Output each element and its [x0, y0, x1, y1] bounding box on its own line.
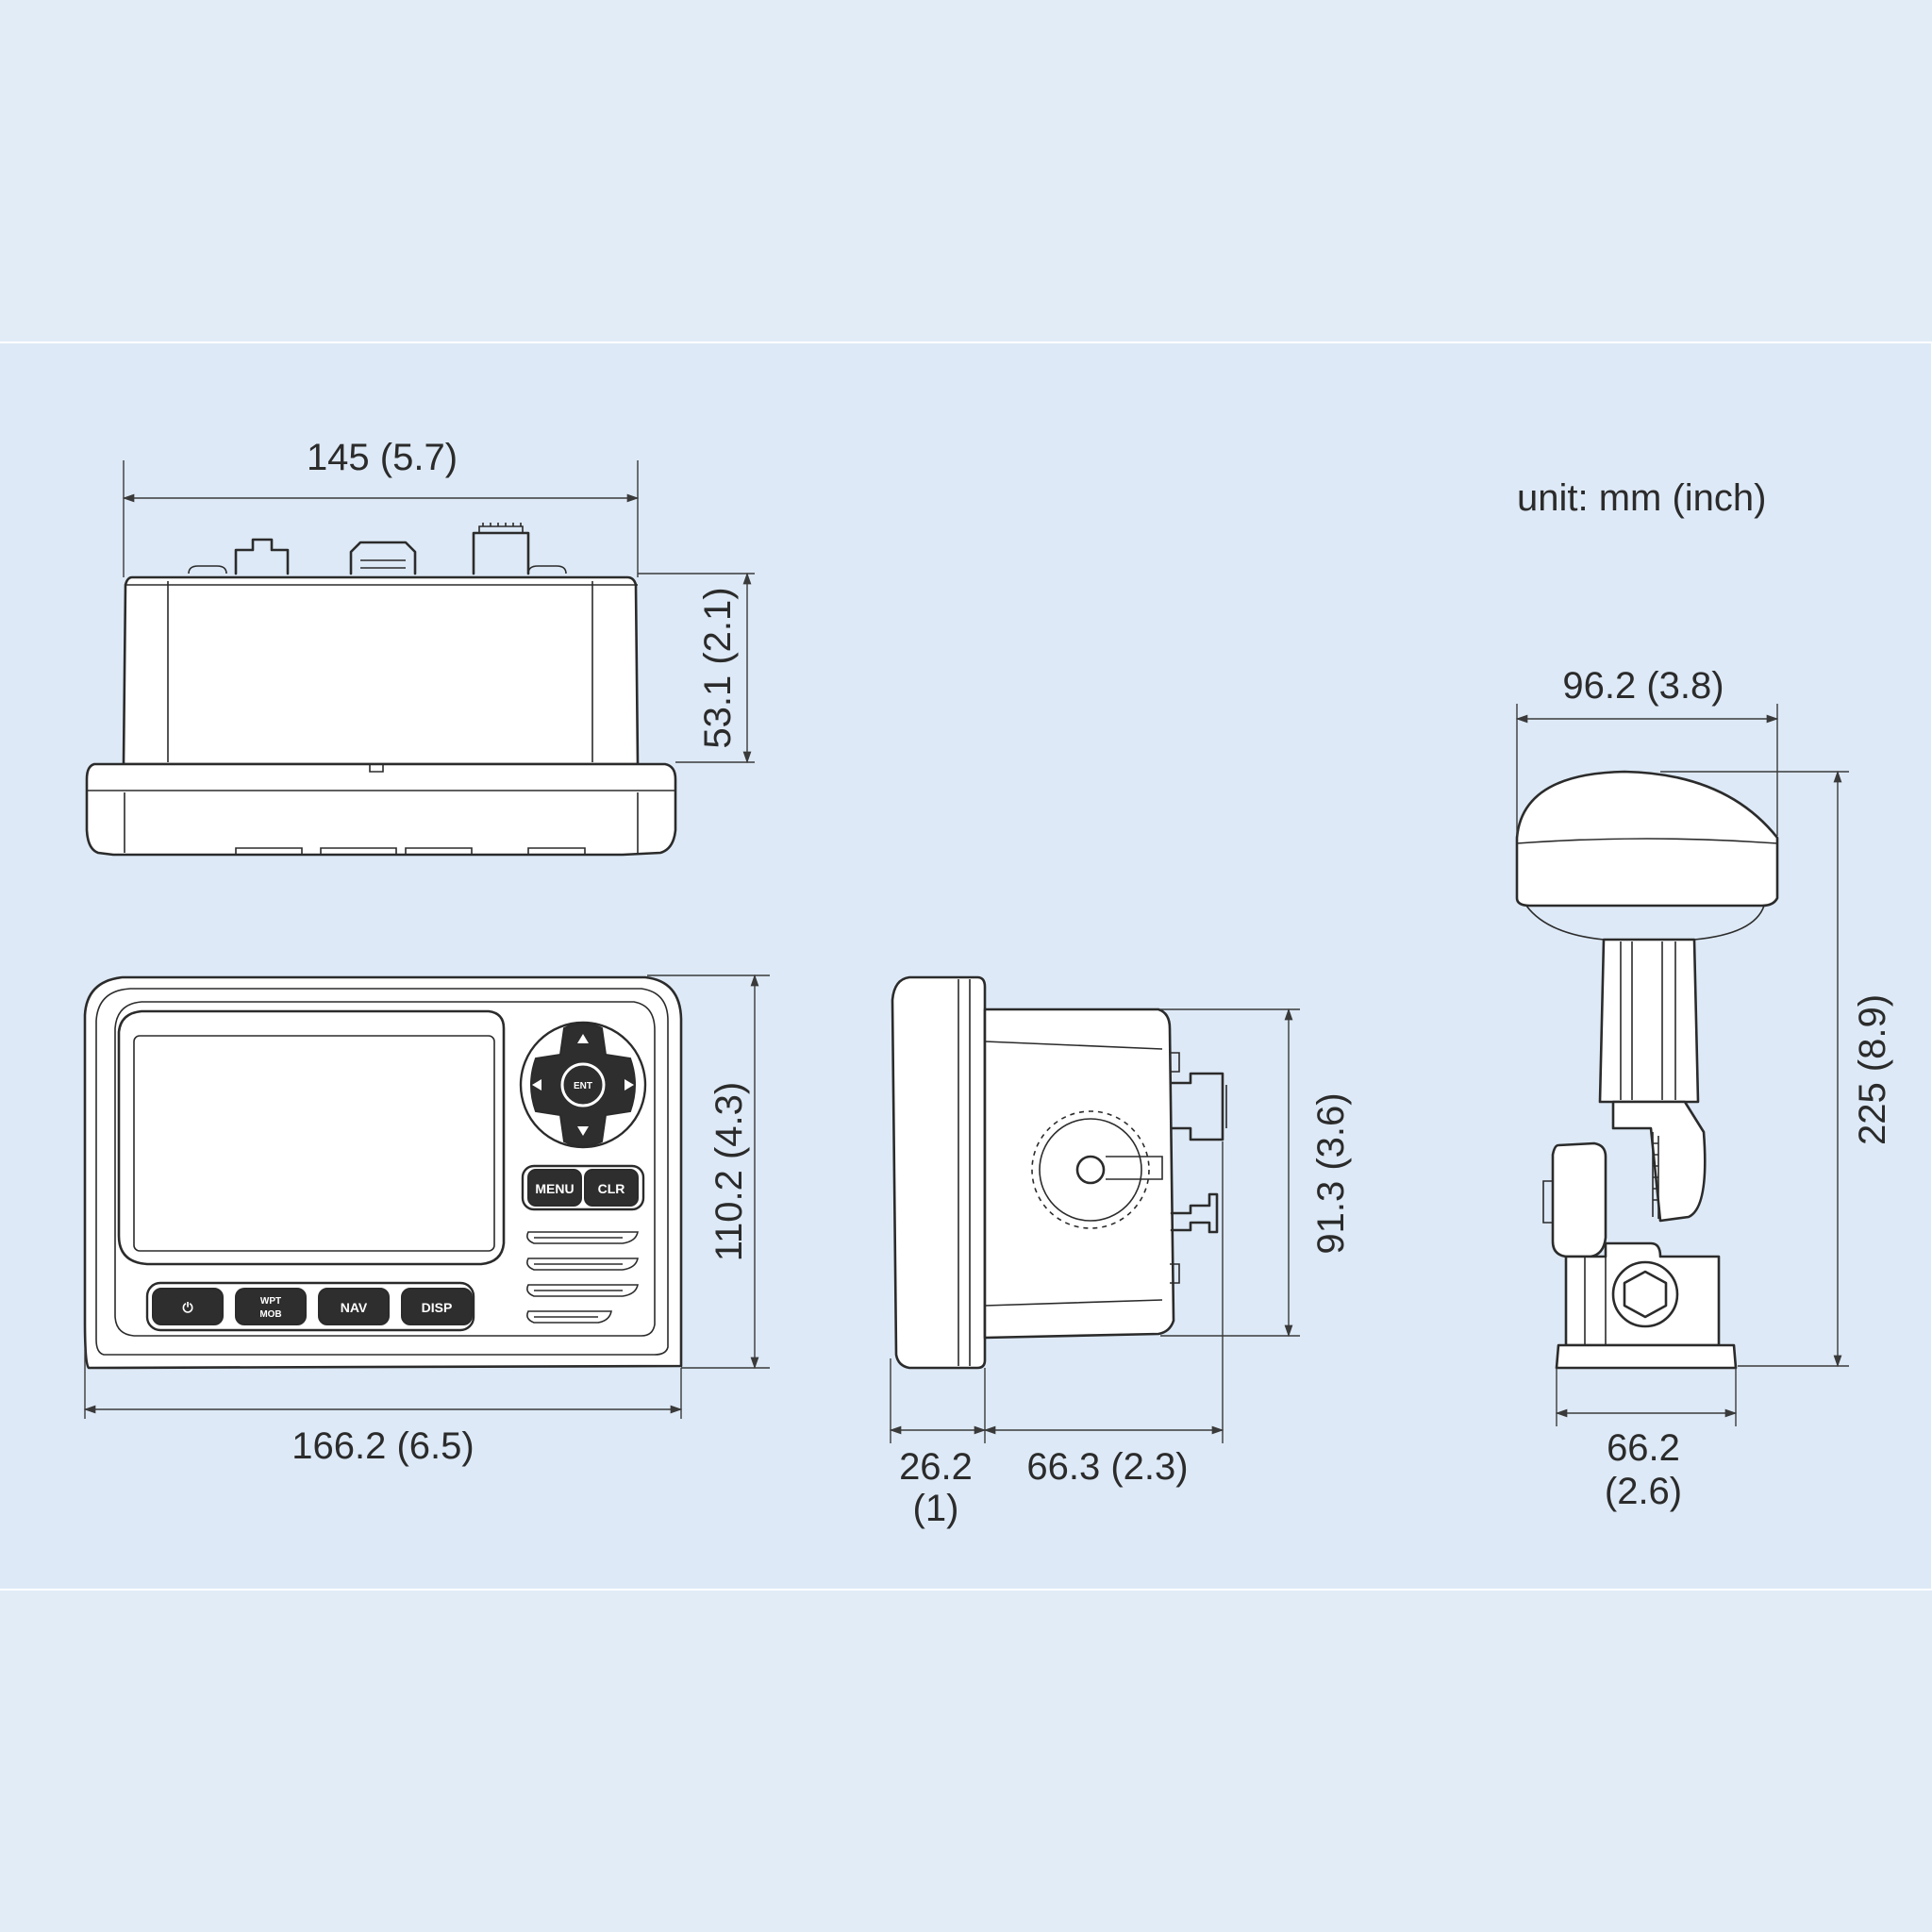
- nav-button[interactable]: [318, 1288, 390, 1325]
- power-button-label: ⏻: [182, 1300, 192, 1315]
- side-height-label: 91.3 (3.6): [1310, 1092, 1352, 1254]
- clr-button-label: CLR: [598, 1181, 625, 1196]
- mounting-knob: [1031, 1110, 1150, 1229]
- ent-button[interactable]: [560, 1062, 606, 1108]
- front-height-label: 110.2 (4.3): [708, 1082, 750, 1262]
- menu-button-label: MENU: [535, 1181, 574, 1196]
- top-view: [85, 523, 677, 857]
- top-depth-label: 53.1 (2.1): [697, 587, 739, 748]
- nav-button-label: NAV: [341, 1300, 368, 1315]
- top-depth-dimension: 53.1 (2.1): [638, 572, 755, 764]
- ent-button-label: ENT: [574, 1081, 592, 1091]
- front-width-label: 166.2 (6.5): [291, 1425, 474, 1467]
- wpt-label: WPT: [260, 1296, 281, 1307]
- antenna-width-label: 96.2 (3.8): [1562, 665, 1724, 707]
- antenna-width-dimension: 96.2 (3.8): [1515, 665, 1779, 836]
- power-button[interactable]: [152, 1288, 224, 1325]
- bezel-depth-label-1: 26.2: [899, 1446, 973, 1488]
- antenna-base-dimension: 66.2 (2.6): [1555, 1368, 1738, 1512]
- antenna-height-label: 225 (8.9): [1852, 994, 1893, 1145]
- menu-button[interactable]: [527, 1169, 582, 1207]
- front-width-dimension: 166.2 (6.5): [83, 1349, 683, 1467]
- bezel-depth-label-2: (1): [913, 1488, 959, 1529]
- antenna-base-label-2: (2.6): [1605, 1471, 1682, 1512]
- unit-label: unit: mm (inch): [1517, 477, 1767, 519]
- wpt-mob-button[interactable]: [235, 1288, 307, 1325]
- disp-button-label: DISP: [422, 1300, 453, 1315]
- mob-label: MOB: [259, 1309, 281, 1320]
- side-height-dimension: 91.3 (3.6): [1160, 1008, 1352, 1338]
- antenna-view: [1515, 770, 1779, 1370]
- side-depth-dimensions: 26.2 (1) 66.3 (2.3): [889, 1141, 1224, 1529]
- front-height-dimension: 110.2 (4.3): [647, 974, 770, 1370]
- speaker-grille: [526, 1231, 639, 1324]
- body-depth-label: 66.3 (2.3): [1026, 1446, 1188, 1488]
- disp-button[interactable]: [401, 1288, 473, 1325]
- antenna-height-dimension: 225 (8.9): [1660, 770, 1893, 1368]
- top-width-dimension: 145 (5.7): [122, 437, 640, 577]
- front-view: ENT MENU CLR ⏻ WPT MOB NAV DISP: [83, 975, 683, 1370]
- side-view: [891, 975, 1227, 1370]
- antenna-base-label-1: 66.2: [1607, 1427, 1680, 1469]
- top-width-label: 145 (5.7): [307, 437, 458, 478]
- clr-button[interactable]: [584, 1169, 639, 1207]
- display-screen: [117, 1009, 506, 1266]
